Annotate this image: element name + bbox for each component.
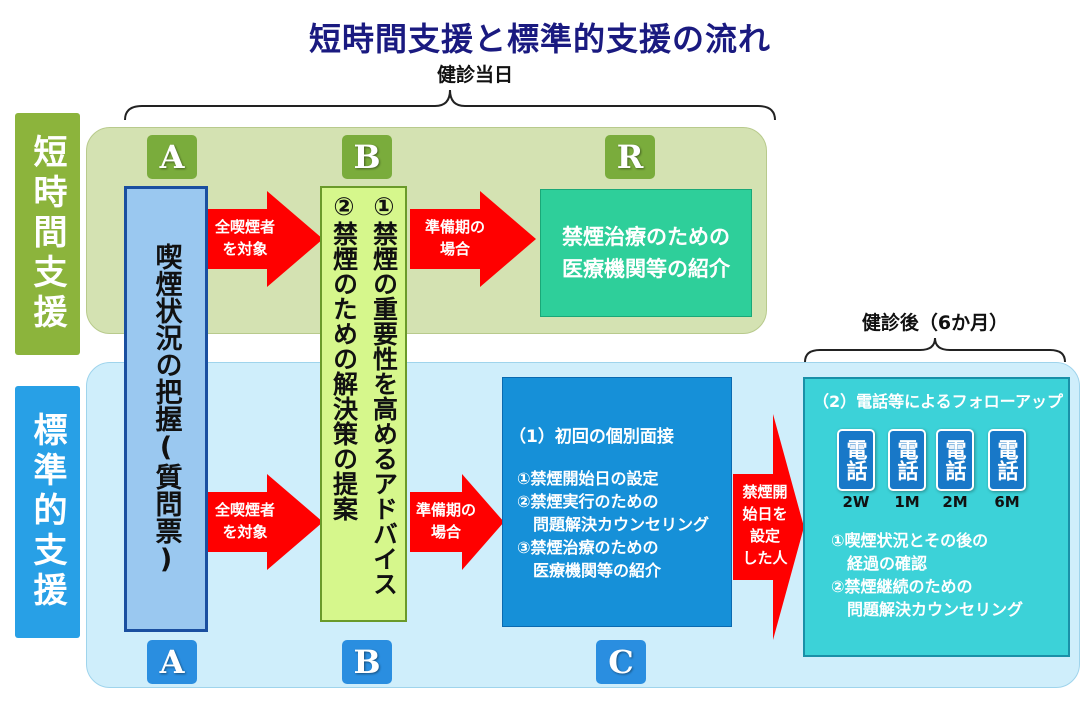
arrow-prep-bottom: [410, 474, 504, 570]
advice-importance: ①禁煙の重要性を高めるアドバイス: [369, 192, 399, 596]
letter-a-bottom: A: [147, 640, 197, 684]
followup-box: （2）電話等によるフォローアップ 電話 電話 電話 電話 2W 1M 2M 6M…: [803, 377, 1070, 657]
phone-icon: 電話: [837, 429, 875, 491]
arrow-label-quit-date: 禁煙開 始日を 設定 した人: [742, 483, 788, 567]
followup-item: 問題解決カウンセリング: [831, 600, 1024, 619]
phone-icon: 電話: [888, 429, 926, 491]
followup-item: 経過の確認: [831, 554, 928, 573]
arrow-all-smokers-top: [205, 191, 323, 287]
short-support-label: 短時間支援: [15, 113, 80, 355]
interview-item: 問題解決カウンセリング: [517, 515, 710, 534]
page-title: 短時間支援と標準的支援の流れ: [308, 20, 771, 58]
standard-support-label: 標準的支援: [15, 386, 80, 638]
letter-r-top: R: [605, 135, 655, 179]
advice-solutions: ②禁煙のための解決策の提案: [329, 192, 359, 521]
arrow-label-all-smokers-top: 全喫煙者 を対象: [214, 218, 275, 258]
interview-item: ②禁煙実行のための: [517, 492, 659, 511]
phone-timing-label: 2M: [942, 493, 968, 511]
after-label: 健診後（6か月）: [861, 312, 1009, 334]
after-brace: [804, 337, 1066, 363]
letter-b-top: B: [342, 135, 392, 179]
phone-icon: 電話: [936, 429, 974, 491]
interview-item: ③禁煙治療のための: [517, 538, 659, 557]
interview-heading: （1）初回の個別面接: [509, 427, 674, 447]
followup-heading: （2）電話等によるフォローアップ: [813, 392, 1064, 411]
followup-item: ②禁煙継続のための: [831, 577, 973, 596]
day-label: 健診当日: [436, 64, 513, 86]
followup-item: ①喫煙状況とその後の: [831, 531, 989, 550]
followup-items: ①喫煙状況とその後の 経過の確認 ②禁煙継続のための 問題解決カウンセリング: [831, 529, 1023, 621]
arrow-label-prep-bottom: 準備期の 場合: [415, 501, 476, 541]
arrow-all-smokers-bottom: [205, 474, 323, 570]
day-brace: [124, 89, 776, 121]
advice-box: ①禁煙の重要性を高めるアドバイス ②禁煙のための解決策の提案: [320, 186, 407, 622]
initial-interview-box: （1）初回の個別面接 ①禁煙開始日の設定 ②禁煙実行のための 問題解決カウンセリ…: [502, 377, 732, 627]
phone-timing-label: 6M: [994, 493, 1020, 511]
phone-icon: 電話: [988, 429, 1026, 491]
letter-a-top: A: [147, 135, 197, 179]
phone-timing-label: 1M: [894, 493, 920, 511]
interview-item: 医療機関等の紹介: [517, 561, 662, 580]
interview-item: ①禁煙開始日の設定: [517, 469, 659, 488]
smoking-status-assessment-box: 喫煙状況の把握(質問票): [124, 186, 208, 632]
letter-b-bottom: B: [342, 640, 392, 684]
arrow-prep-top: [410, 191, 536, 287]
arrow-quit-date: [733, 414, 804, 640]
phone-timing-label: 2W: [842, 493, 870, 511]
letter-c-bottom: C: [596, 640, 646, 684]
arrow-label-prep-top: 準備期の 場合: [424, 218, 485, 258]
referral-box: 禁煙治療のための 医療機関等の紹介: [540, 189, 752, 317]
arrow-label-all-smokers-bottom: 全喫煙者 を対象: [214, 501, 275, 541]
